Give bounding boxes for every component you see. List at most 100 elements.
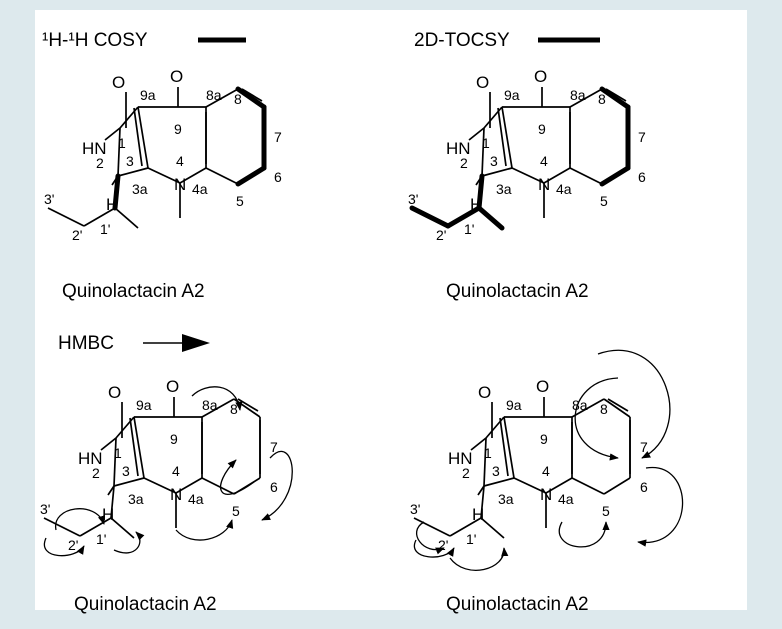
atom-label-h: H [470, 195, 482, 214]
position-number: 8 [600, 401, 608, 417]
double-bond-line [607, 398, 629, 412]
atom-label-h: H [102, 505, 114, 524]
double-bond-line [129, 417, 139, 477]
hmbc-correlation-arrow [43, 537, 85, 557]
bond [470, 437, 487, 451]
bond [503, 416, 515, 479]
position-number: 2' [68, 537, 78, 553]
position-number: 8a [202, 397, 218, 413]
atom-label-o: O [170, 67, 183, 86]
bond [83, 207, 116, 227]
atom-label-o: O [166, 377, 179, 396]
legend-tocsy: 2D-TOCSY [414, 30, 600, 51]
bond [569, 88, 603, 108]
position-number: 1' [464, 221, 474, 237]
hmbc-correlation-arrow [637, 466, 684, 547]
position-number: 9a [506, 397, 522, 413]
bond [603, 398, 631, 418]
bond [47, 207, 85, 227]
position-number: 3' [44, 191, 54, 207]
bond [480, 517, 505, 539]
hmbc-correlation-arrow [220, 459, 255, 495]
hmbc-correlation-arrow [449, 547, 509, 571]
position-number: 3' [40, 501, 50, 517]
position-number: 4a [192, 181, 208, 197]
position-number: 1 [114, 445, 122, 461]
bond [569, 167, 603, 185]
correlation-bond [409, 205, 451, 229]
correlation-bond [476, 205, 505, 231]
caption-hmbc-left: Quinolactacin A2 [74, 594, 217, 615]
hmbc-correlation-arrow [416, 521, 445, 555]
position-number: 3a [132, 181, 148, 197]
bond [545, 477, 573, 494]
position-number: 3 [122, 463, 130, 479]
position-number: 8a [570, 87, 586, 103]
atom-label-n: N [170, 485, 182, 504]
position-number: 5 [600, 193, 608, 209]
bond [137, 106, 149, 169]
position-number: 4 [540, 153, 548, 169]
position-number: 7 [270, 439, 278, 455]
bond [480, 485, 485, 519]
legend-hmbc: HMBC [58, 333, 210, 354]
correlation-bond [445, 205, 482, 229]
position-number: 9 [538, 121, 546, 137]
caption-hmbc-right: Quinolactacin A2 [446, 594, 589, 615]
position-number: 5 [232, 503, 240, 519]
position-number: 8a [206, 87, 222, 103]
bond [205, 167, 239, 185]
caption-tocsy: Quinolactacin A2 [446, 281, 589, 302]
atom-label-o: O [478, 383, 491, 402]
position-number: 7 [638, 129, 646, 145]
bond [110, 517, 135, 539]
position-number: 4a [556, 181, 572, 197]
double-bond-line [133, 107, 143, 167]
bond [79, 517, 112, 537]
bond [117, 127, 121, 177]
caption-cosy: Quinolactacin A2 [62, 281, 205, 302]
bond [543, 167, 571, 184]
position-number: 5 [236, 193, 244, 209]
position-number: 8 [230, 401, 238, 417]
correlation-bond [112, 173, 121, 211]
hmbc-correlation-arrow [261, 450, 293, 521]
bond [107, 485, 115, 496]
position-number: 9a [140, 87, 156, 103]
double-bond-line [497, 107, 507, 167]
bond [205, 88, 239, 108]
position-number: 2 [462, 465, 470, 481]
hmbc-correlation-arrow [191, 386, 243, 411]
position-number: 3a [128, 491, 144, 507]
position-number: 6 [638, 169, 646, 185]
position-number: 1 [118, 135, 126, 151]
correlation-bond [476, 173, 485, 211]
position-number: 9a [504, 87, 520, 103]
position-number: 2 [460, 155, 468, 171]
double-bond-line [241, 88, 263, 102]
double-bond-line [605, 88, 627, 102]
bond [147, 167, 181, 184]
atom-label-hn: HN [446, 139, 471, 158]
position-number: 4 [176, 153, 184, 169]
bond [104, 127, 121, 141]
hmbc-correlation-arrow [597, 349, 671, 459]
position-number: 6 [274, 169, 282, 185]
bond [114, 207, 139, 229]
position-number: 9 [540, 431, 548, 447]
bond [511, 167, 545, 184]
bond [110, 485, 115, 519]
atom-label-o: O [112, 73, 125, 92]
bond [603, 477, 631, 495]
atom-label-o: O [476, 73, 489, 92]
legend-cosy-label: ¹H-¹H COSY [42, 30, 148, 51]
bond [143, 477, 177, 494]
position-number: 3' [410, 501, 420, 517]
atom-label-h: H [472, 505, 484, 524]
position-number: 3 [492, 463, 500, 479]
bond [449, 517, 482, 537]
